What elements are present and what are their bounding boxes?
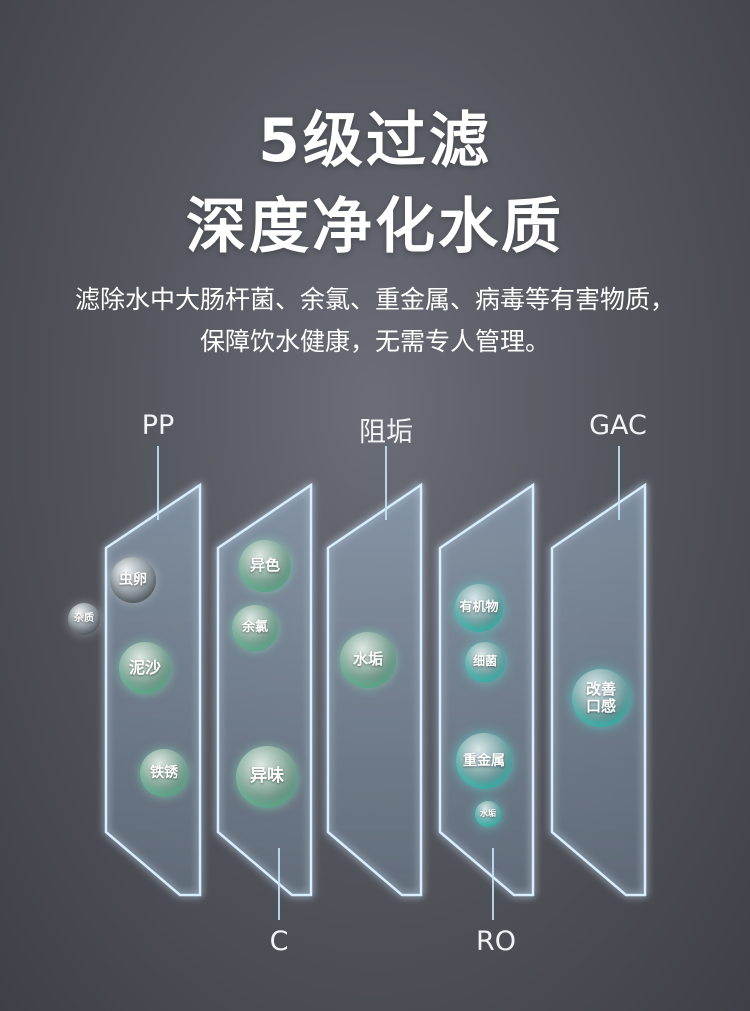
filter-label-c: C	[269, 926, 289, 957]
leader-line-gac	[618, 446, 620, 520]
heading-line-1: 5级过滤	[258, 106, 492, 176]
particle-bubble-xijun: 细菌	[465, 642, 505, 682]
particle-bubble-tiexiu: 铁锈	[140, 749, 188, 797]
particle-bubble-yiwei: 异味	[236, 746, 298, 808]
leader-line-scale	[385, 446, 387, 520]
filter-label-pp: PP	[141, 410, 175, 441]
filter-layer-scale	[326, 482, 423, 897]
filter-label-scale: 阻垢	[359, 417, 413, 448]
leader-line-ro	[492, 848, 494, 920]
particle-bubble-zazhi: 杂质	[68, 603, 100, 635]
filter-label-ro: RO	[475, 926, 516, 957]
filter-label-gac: GAC	[589, 410, 647, 441]
particle-bubble-zhongjinshu: 重金属	[456, 733, 512, 789]
filter-layer-ro	[438, 482, 535, 897]
particle-bubble-youjiwu: 有机物	[455, 584, 503, 632]
particle-bubble-gaishan-kougan: 改善 口感	[572, 669, 630, 727]
particle-bubble-chongluan: 虫卵	[110, 557, 156, 603]
leader-line-pp	[157, 446, 159, 520]
particle-bubble-shuigou: 水垢	[340, 632, 396, 688]
description-line-2: 保障饮水健康，无需专人管理。	[199, 327, 550, 356]
bubble-text-gaishan: 改善	[585, 679, 616, 698]
particle-bubble-yulv: 余氯	[232, 605, 278, 651]
heading-line-2: 深度净化水质	[186, 192, 564, 262]
particle-bubble-yise: 异色	[239, 540, 291, 592]
leader-line-c	[278, 848, 280, 920]
bubble-text-kougan: 口感	[585, 697, 616, 715]
description-line-1: 滤除水中大肠杆菌、余氯、重金属、病毒等有害物质，	[74, 285, 675, 314]
particle-bubble-nisha: 泥沙	[119, 642, 171, 694]
particle-bubble-shuigou-small: 水垢	[475, 801, 501, 827]
